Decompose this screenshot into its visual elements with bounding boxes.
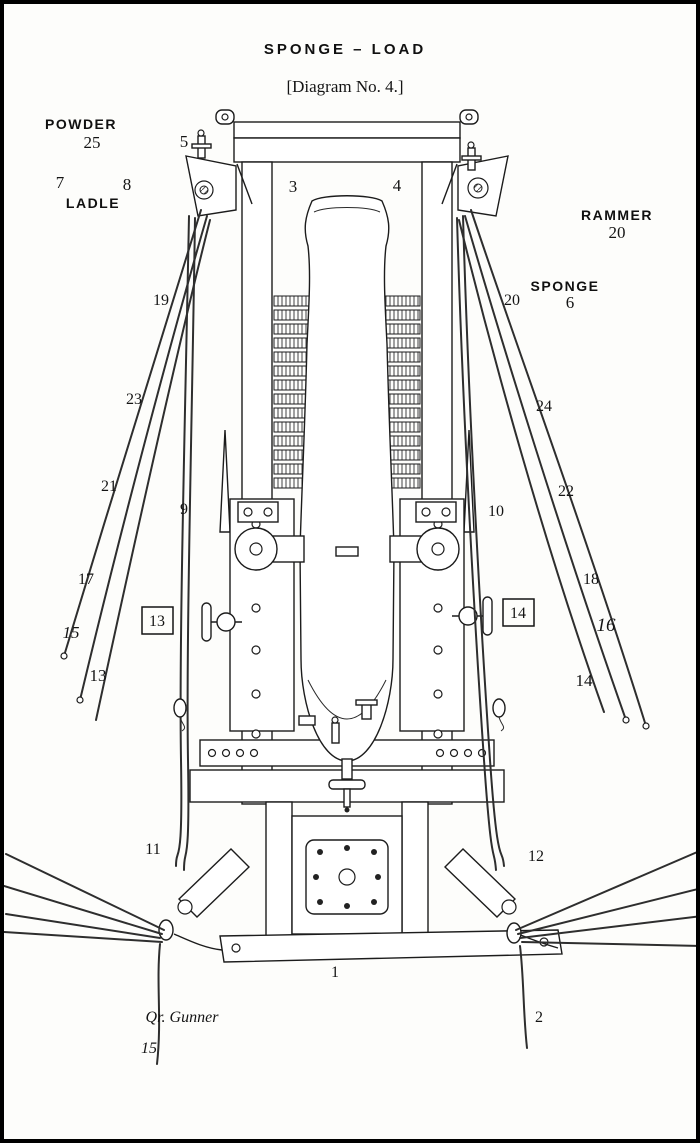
side-tackle-right [458, 209, 650, 730]
boxed-label-14: 14 [502, 598, 535, 627]
label-15-left: 15 [63, 623, 80, 642]
lower-bed [265, 801, 429, 937]
handspike-rods [219, 429, 475, 533]
label-22: 22 [558, 483, 574, 500]
label-powder-number: 25 [84, 133, 101, 152]
label-13-left: 13 [90, 666, 107, 685]
corner-brace-right [444, 848, 517, 918]
label-11: 11 [145, 841, 160, 858]
label-rammer-number: 20 [609, 223, 626, 242]
gun-drill-diagram: SPONGE – LOAD [Diagram No. 4.] POWDER 25… [4, 41, 696, 1065]
label-16: 16 [597, 615, 617, 636]
label-1: 1 [331, 964, 339, 981]
label-12: 12 [528, 848, 544, 865]
label-20-rope: 20 [504, 292, 520, 309]
trunnion-left [234, 501, 305, 571]
label-2: 2 [535, 1009, 543, 1026]
label-19: 19 [153, 292, 169, 309]
vent-plate [335, 546, 359, 557]
label-8: 8 [123, 175, 132, 194]
label-23: 23 [126, 391, 142, 408]
label-3: 3 [289, 177, 298, 196]
corner-brace-left [177, 848, 250, 918]
label-5: 5 [180, 132, 189, 151]
rear-axle-bar [173, 929, 563, 963]
diagram-title: SPONGE – LOAD [264, 41, 426, 58]
breeching-coil-bands [273, 295, 421, 489]
label-4: 4 [393, 176, 402, 195]
breech-sight [298, 715, 316, 726]
label-14-right: 14 [576, 671, 594, 690]
top-transom [215, 109, 479, 163]
label-21: 21 [101, 478, 117, 495]
boxed-14-text: 14 [510, 605, 526, 622]
inner-rope-left [173, 215, 196, 871]
label-ladle: LADLE [66, 195, 120, 211]
label-rammer: RAMMER [581, 207, 653, 223]
label-7: 7 [56, 173, 65, 192]
side-tackle-left [60, 209, 211, 721]
train-tackle-left [4, 853, 174, 1065]
cannon-barrel [298, 195, 395, 813]
label-sponge-number: 6 [566, 293, 575, 312]
label-15-bottom: 15 [141, 1040, 157, 1057]
label-18: 18 [583, 571, 599, 588]
label-9: 9 [180, 501, 188, 518]
elevating-handle-left [201, 602, 242, 642]
corner-bracket-right [457, 141, 509, 217]
label-sponge: SPONGE [531, 278, 600, 294]
corner-bracket-left [185, 129, 237, 217]
boxed-13-text: 13 [149, 613, 165, 630]
label-10: 10 [488, 503, 504, 520]
label-17: 17 [78, 571, 94, 588]
diagram-subtitle: [Diagram No. 4.] [286, 77, 403, 96]
inner-rope-right [456, 215, 506, 871]
label-24: 24 [536, 398, 552, 415]
label-qr-gunner: Qr. Gunner [146, 1009, 220, 1026]
train-tackle-right [506, 851, 696, 1049]
cascabel [328, 758, 366, 813]
elevating-handle-right [452, 596, 493, 636]
label-powder: POWDER [45, 116, 117, 132]
trunnion-right [389, 501, 460, 571]
boxed-label-13: 13 [141, 606, 174, 635]
